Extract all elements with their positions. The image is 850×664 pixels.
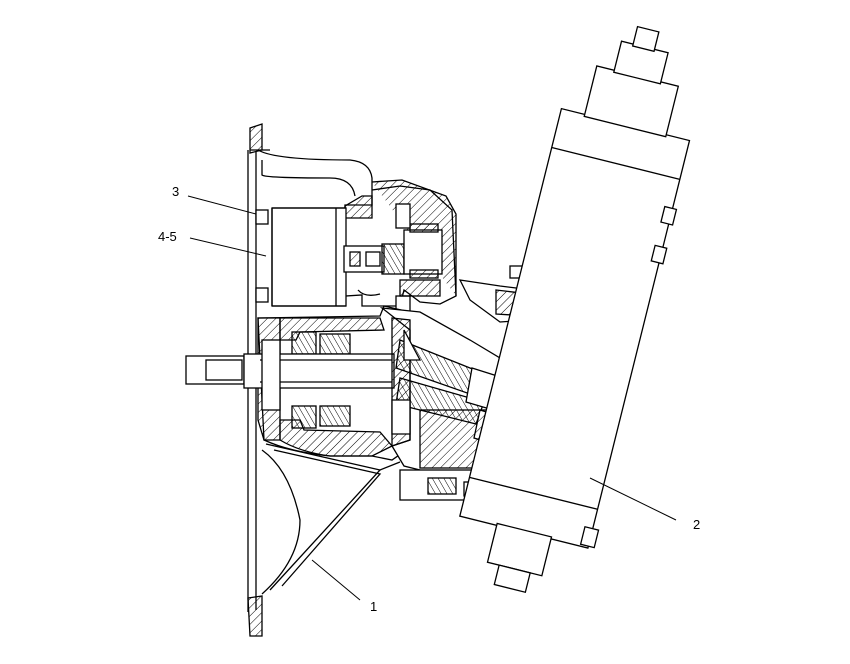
callout-2: 2 <box>693 517 701 532</box>
leader-lines <box>187 195 677 601</box>
callout-1: 1 <box>370 599 378 614</box>
leader-line-3 <box>187 195 257 215</box>
callout-3: 3 <box>172 184 180 199</box>
support-rib <box>261 443 401 595</box>
leader-line-2 <box>589 477 677 521</box>
servo-cylinder <box>459 25 691 594</box>
upper-housing <box>255 149 457 313</box>
leader-line-4-5 <box>189 237 267 257</box>
leader-line-1 <box>311 559 361 601</box>
callout-4-5: 4-5 <box>158 229 177 244</box>
shaft-housing <box>185 305 419 461</box>
